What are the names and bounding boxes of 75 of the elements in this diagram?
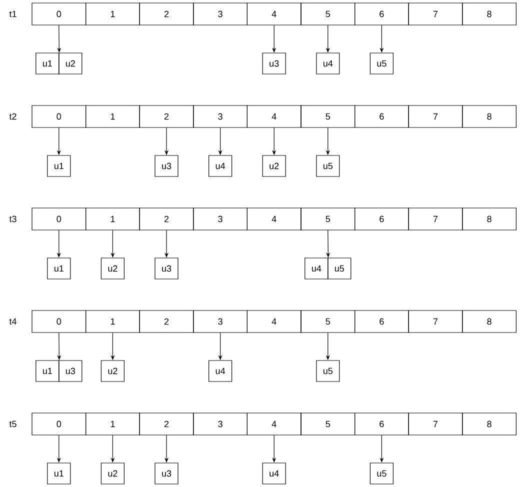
array-cell: 0	[32, 208, 86, 230]
array-cell: 7	[408, 105, 463, 128]
item-box: u5	[316, 155, 340, 177]
array-cell: 7	[408, 310, 463, 333]
array-cell: 3	[193, 208, 248, 230]
item-box: u4	[208, 360, 232, 382]
array-cell: 7	[408, 208, 463, 230]
item-box: u5	[316, 360, 340, 382]
item-box: u3	[154, 462, 178, 484]
array-cell: 7	[408, 412, 463, 436]
array-cell: 2	[139, 310, 194, 333]
item-box: u1	[47, 155, 71, 177]
row-label: t4	[9, 318, 16, 325]
item-box: u1	[36, 360, 60, 382]
array-cell: 8	[462, 310, 516, 333]
row-label: t2	[9, 113, 16, 120]
item-box: u3	[154, 258, 178, 280]
array-cell: 6	[354, 2, 409, 26]
array-cell: 5	[300, 2, 356, 26]
array-cell: 4	[246, 2, 302, 26]
item-box: u1	[47, 258, 71, 280]
item-box: u5	[328, 258, 352, 280]
array-cell: 2	[139, 2, 194, 26]
item-box: u2	[100, 360, 124, 382]
item-box: u3	[58, 360, 82, 382]
array-cell: 5	[300, 310, 356, 333]
array-cell: 2	[139, 412, 194, 436]
item-box: u3	[262, 52, 286, 74]
item-box: u1	[47, 462, 71, 484]
row-label: t3	[9, 216, 16, 222]
array-cell: 2	[139, 208, 194, 230]
array-cell: 1	[86, 2, 140, 26]
array-cell: 5	[300, 208, 356, 230]
array-cell: 0	[32, 105, 86, 128]
item-box: u4	[316, 52, 340, 74]
array-cell: 5	[300, 412, 356, 436]
item-box: u2	[262, 155, 286, 177]
array-cell: 8	[462, 105, 516, 128]
array-cell: 6	[354, 412, 409, 436]
array-cell: 3	[193, 310, 248, 333]
array-cell: 1	[86, 412, 140, 436]
item-box: u4	[262, 462, 286, 484]
array-cell: 1	[86, 208, 140, 230]
array-cell: 3	[193, 412, 248, 436]
array-cell: 4	[246, 310, 302, 333]
row-label: t1	[9, 10, 16, 18]
array-cell: 3	[193, 105, 248, 128]
item-box: u5	[370, 462, 394, 484]
array-cell: 6	[354, 208, 409, 230]
item-box: u5	[370, 52, 394, 74]
array-cell: 8	[462, 2, 516, 26]
item-box: u2	[100, 462, 124, 484]
array-cell: 6	[354, 105, 409, 128]
item-box: u4	[208, 155, 232, 177]
array-cell: 4	[246, 412, 302, 436]
item-box: u2	[58, 52, 82, 74]
item-box: u4	[304, 258, 328, 280]
array-cell: 7	[408, 2, 463, 26]
array-cell: 5	[300, 105, 356, 128]
array-cell: 4	[246, 105, 302, 128]
array-cell: 2	[139, 105, 194, 128]
array-cell: 1	[86, 105, 140, 128]
array-cell: 1	[86, 310, 140, 333]
item-box: u2	[100, 258, 124, 280]
array-cell: 0	[32, 310, 86, 333]
array-cell: 0	[32, 412, 86, 436]
array-cell: 0	[32, 2, 86, 26]
array-cell: 6	[354, 310, 409, 333]
row-label: t5	[9, 420, 16, 428]
array-cell: 4	[246, 208, 302, 230]
array-cell: 8	[462, 412, 516, 436]
item-box: u3	[154, 155, 178, 177]
array-cell: 3	[193, 2, 248, 26]
array-cell: 8	[462, 208, 516, 230]
item-box: u1	[36, 52, 60, 74]
